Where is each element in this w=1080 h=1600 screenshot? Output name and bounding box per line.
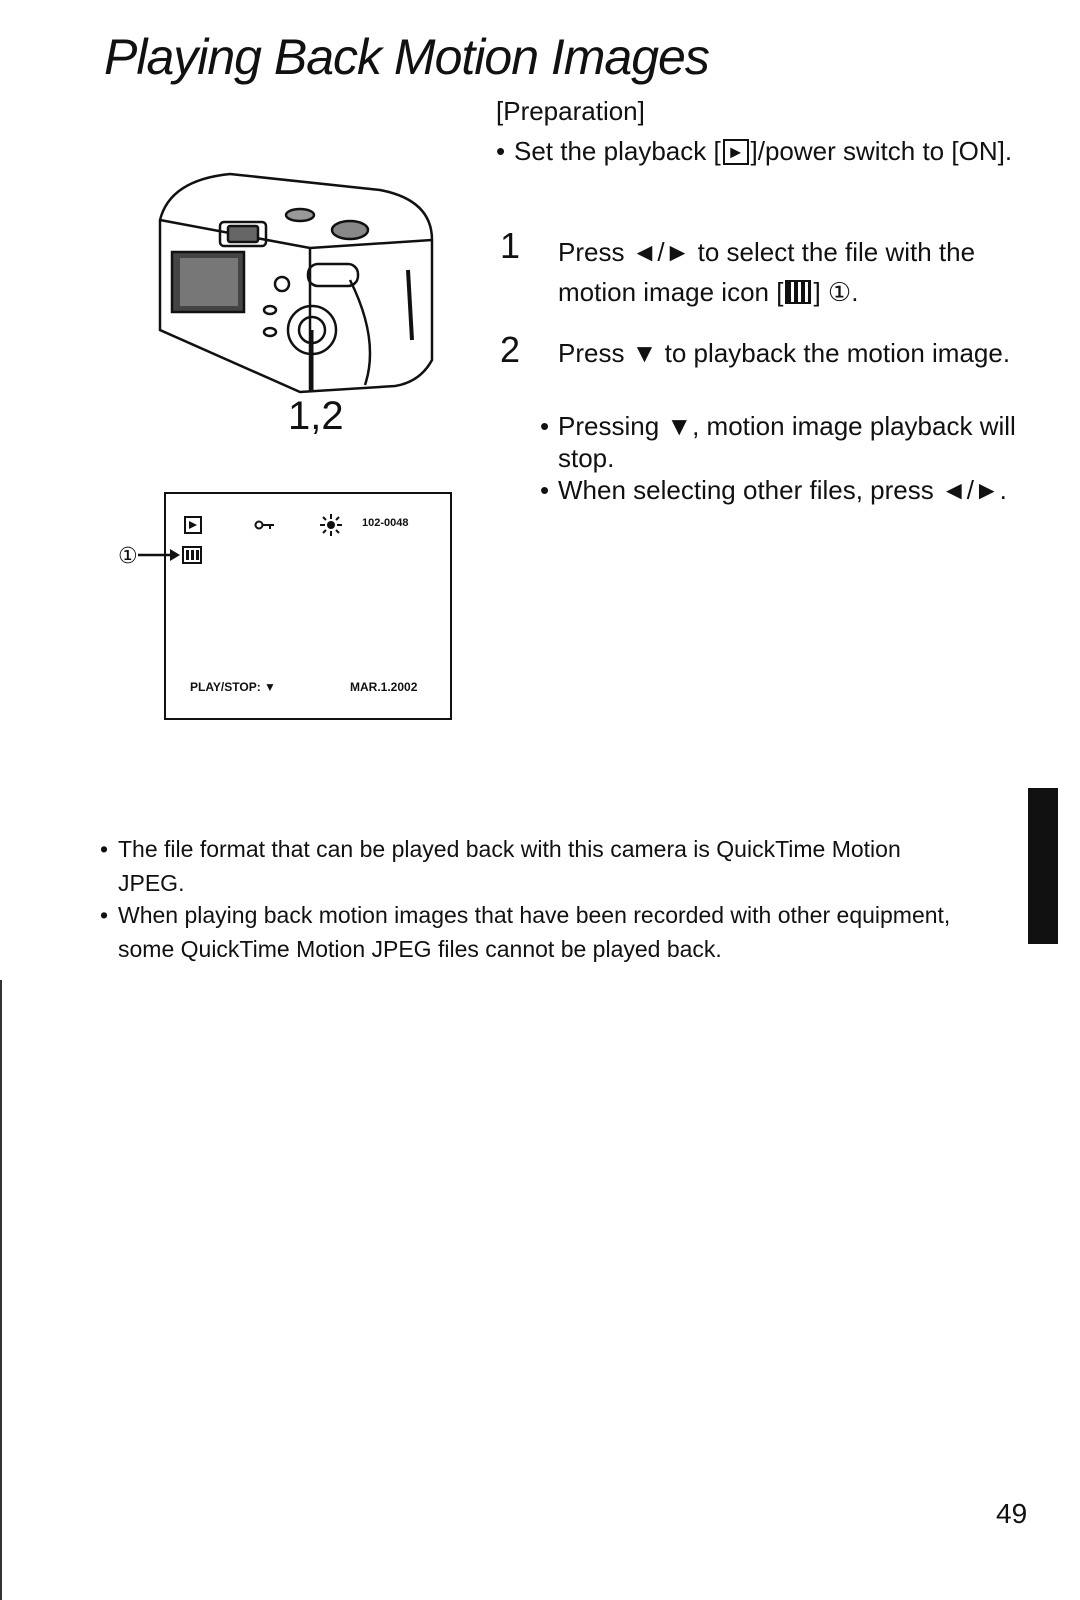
key-icon [254,520,274,530]
section-tab-marker [1028,788,1058,944]
camera-illustration [158,172,434,394]
step-2-bullet-1-text: Pressing ▼, motion image playback will s… [558,411,1016,473]
sun-icon [320,514,342,536]
note-text: The file format that can be played back … [118,836,901,896]
lcd-play-stop: PLAY/STOP: ▼ [190,680,276,694]
page-number: 49 [996,1498,1028,1529]
lcd-file-number: 102-0048 [362,517,409,529]
step-number-1: 1 [500,225,521,266]
arrow-right-icon [138,549,180,561]
bullet-dot: • [540,475,550,505]
preparation-heading: [Preparation] [496,96,645,126]
step-2-text: Press ▼ to playback the motion image. [558,338,1011,368]
bullet-dot: • [496,136,506,166]
lcd-date: MAR.1.2002 [350,680,418,694]
scan-edge-line [0,980,2,1600]
callout-marker: ① [118,543,138,568]
step-label: 1,2 [288,394,344,438]
bullet-dot: • [540,411,550,441]
preparation-bullet: • Set the playback [►]/power switch to [O… [496,134,1056,168]
step-1-text-post: ] ①. [813,277,859,307]
step-2-bullet-2: • When selecting other files, press ◄/►. [540,474,1040,506]
bullet-dot: • [100,836,109,862]
film-icon [785,280,812,304]
bullet-dot: • [100,902,109,928]
note-text: When playing back motion images that hav… [118,902,951,962]
step-2-bullet-1: • Pressing ▼, motion image playback will … [540,410,1040,474]
lcd-screen [164,492,452,720]
note-item: • When playing back motion images that ha… [100,898,980,966]
play-icon [184,516,202,534]
step-2-bullet-2-text: When selecting other files, press ◄/►. [558,475,1007,505]
prep-text-post: ]/power switch to [ON]. [750,136,1013,166]
page-title: Playing Back Motion Images [104,29,710,85]
prep-text-pre: Set the playback [ [514,136,721,166]
play-icon: ► [722,139,749,165]
step-1-text: Press ◄/► to select the file with the mo… [558,232,1058,312]
note-item: • The file format that can be played back… [100,832,980,900]
step-number-2: 2 [500,329,521,370]
step-1-text-pre: Press ◄/► to select the file with the mo… [558,237,976,307]
film-icon [182,546,202,564]
